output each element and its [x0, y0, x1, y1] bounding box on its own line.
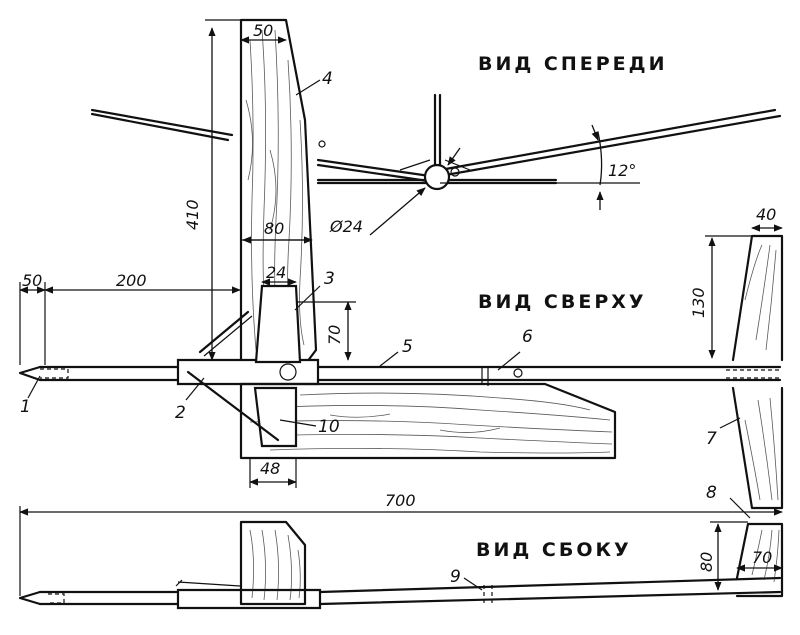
- top-right-wing-grain: [249, 392, 613, 454]
- front-hook: [450, 167, 460, 177]
- dim-70-label: 70: [325, 325, 344, 345]
- callout-4: 4: [322, 69, 333, 89]
- timer-6: [481, 366, 489, 386]
- top-nose-weight: [40, 368, 69, 379]
- dim-50-nose-label: 50: [22, 271, 42, 290]
- stabilizer-grain: [744, 244, 779, 501]
- front-small-circle: [318, 140, 326, 148]
- callout-5: 5: [402, 337, 413, 357]
- front-right-wing: [438, 108, 777, 172]
- dim-70-side-label: 70: [752, 548, 772, 567]
- dim-24-label: 24: [266, 263, 286, 282]
- leader-4: [295, 79, 321, 96]
- top-view-title: ВИД СВЕРХУ: [478, 291, 647, 313]
- dim-40-label: 40: [756, 205, 776, 224]
- side-pylon-grain: [249, 529, 301, 601]
- leader-3: [294, 285, 321, 311]
- side-9-mark: [483, 585, 493, 604]
- diameter-leader: [369, 187, 426, 236]
- timer-circle: [513, 368, 523, 378]
- leader-10: [279, 419, 317, 427]
- dim-80-side-label: 80: [697, 552, 716, 572]
- leader-1: [27, 375, 41, 399]
- dihedral-label: 12°: [608, 161, 636, 180]
- side-fuselage-top: [38, 576, 782, 594]
- callout-7: 7: [706, 429, 717, 449]
- stabilizer-upper: [731, 234, 784, 362]
- leader-6: [497, 351, 521, 371]
- front-left-inner-wing-lower: [316, 163, 430, 183]
- callout-1: 1: [20, 397, 31, 417]
- dim-50-fin-label: 50: [253, 21, 273, 40]
- dim-48-label: 48: [260, 459, 280, 478]
- dihedral-arc: [597, 131, 603, 186]
- leader-7: [719, 417, 741, 429]
- front-left-wing-lower: [90, 112, 230, 142]
- leader-2: [185, 377, 205, 401]
- side-mount-block: [176, 588, 322, 610]
- side-view: 700 80 70 ВИД СБОКУ: [18, 483, 784, 610]
- leader-9: [463, 577, 483, 591]
- callout-2: 2: [175, 403, 186, 423]
- callout-9: 9: [450, 567, 461, 587]
- dim-410-label: 410: [183, 199, 202, 230]
- diameter-leader-top: [447, 147, 461, 166]
- side-pylon: [239, 520, 307, 606]
- stab-mount: [726, 369, 780, 379]
- dim-200-label: 200: [116, 271, 147, 290]
- callout-10: 10: [318, 417, 340, 437]
- front-right-wing-lower: [438, 114, 782, 178]
- front-left-inner-wing: [316, 158, 432, 178]
- callout-8: 8: [706, 483, 717, 503]
- stabilizer-lower: [731, 386, 784, 510]
- top-right-wing-outline: [239, 382, 617, 460]
- pylon: [254, 284, 302, 364]
- front-view-title: ВИД СПЕРЕДИ: [478, 53, 667, 75]
- brace-wire: [198, 310, 250, 354]
- front-left-wing: [90, 108, 234, 137]
- side-tail-fin: [735, 522, 784, 598]
- leader-8: [729, 497, 751, 519]
- callout-6: 6: [522, 327, 533, 347]
- callout-3: 3: [324, 269, 335, 289]
- top-nose: [18, 365, 42, 382]
- side-fuselage-bottom: [38, 590, 782, 606]
- side-hook: [175, 579, 241, 587]
- leader-5: [379, 351, 399, 367]
- top-view: 50 410 80 24 70 50 200 48 40 130 ВИД СВЕ…: [18, 18, 784, 510]
- hook-circle: [279, 363, 297, 381]
- side-view-title: ВИД СБОКУ: [476, 539, 632, 561]
- dim-700-label: 700: [385, 491, 416, 510]
- brace-wire-2: [203, 315, 253, 357]
- strut-to-10: [186, 370, 280, 442]
- dihedral-arrow-top: [591, 124, 599, 141]
- dim-48-ext: [249, 458, 297, 488]
- front-fuselage-circle: [423, 163, 451, 191]
- side-nose-weight: [48, 593, 65, 604]
- front-strut-left: [399, 159, 431, 171]
- front-view: Ø24 12° ВИД СПЕРЕДИ: [90, 53, 782, 236]
- side-nose: [18, 590, 42, 606]
- dim-130-label: 130: [689, 287, 708, 318]
- diameter-label: Ø24: [329, 217, 363, 236]
- dim-80-label: 80: [264, 219, 284, 238]
